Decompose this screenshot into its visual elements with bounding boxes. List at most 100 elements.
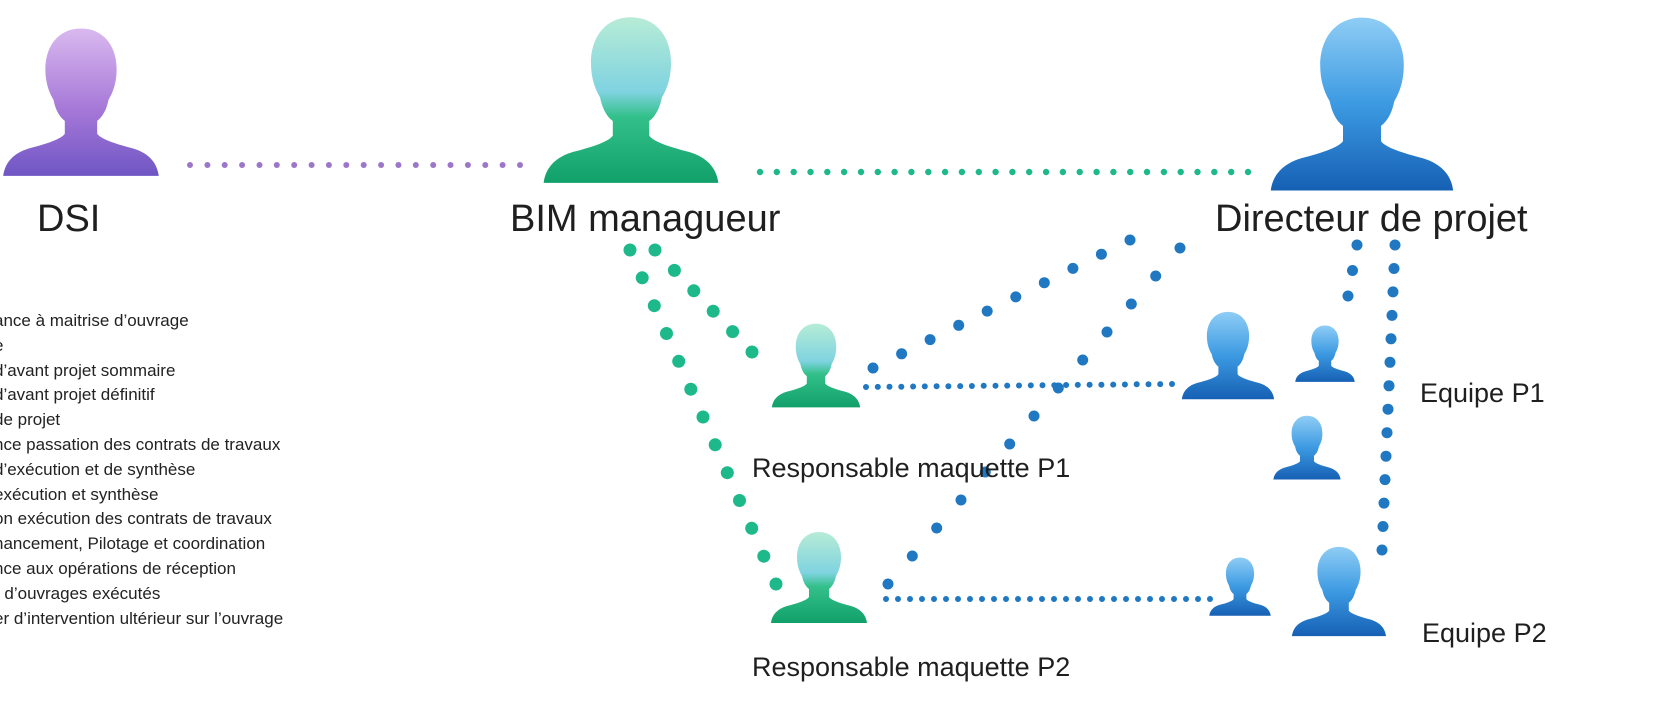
connector-dot bbox=[756, 168, 764, 176]
connector-dot bbox=[769, 577, 783, 591]
connector-dot bbox=[943, 596, 949, 602]
model-lead-p2-label: Responsable maquette P2 bbox=[752, 652, 1071, 682]
connector-dot bbox=[1051, 382, 1058, 389]
team-p2-label: Equipe P2 bbox=[1422, 618, 1547, 648]
connector-dot bbox=[1028, 410, 1040, 422]
connector-dot bbox=[967, 596, 973, 602]
connector-dot bbox=[745, 521, 759, 535]
connector-dot bbox=[1211, 168, 1218, 176]
connector-dot bbox=[941, 168, 949, 176]
connector-dot bbox=[412, 162, 419, 168]
connector-dot bbox=[919, 596, 925, 602]
connector-dot bbox=[343, 162, 350, 168]
model-lead-p2-person-icon bbox=[771, 532, 867, 623]
connector-dot bbox=[1195, 596, 1201, 602]
model-lead-p1-person-icon bbox=[771, 323, 861, 408]
connector-dot bbox=[1042, 168, 1050, 176]
connector-dot bbox=[1388, 263, 1400, 274]
connector-dot bbox=[955, 596, 961, 602]
connector-dot bbox=[1038, 277, 1050, 289]
connector-dot bbox=[660, 327, 673, 340]
connector-dot bbox=[1003, 596, 1009, 602]
connector-dot bbox=[745, 345, 759, 359]
connector-dot bbox=[896, 348, 908, 360]
project-director-person-icon bbox=[1270, 17, 1454, 191]
connector-dot bbox=[906, 550, 918, 562]
connector-dot bbox=[1093, 168, 1100, 176]
connector-dot bbox=[933, 383, 940, 390]
mission-item: ance à maitrise d’ouvrage bbox=[0, 311, 189, 330]
model-lead-p1-label: Responsable maquette P1 bbox=[752, 453, 1071, 483]
connector-dot bbox=[1378, 497, 1390, 509]
connector-dot bbox=[1381, 427, 1393, 439]
connector-dot bbox=[1123, 596, 1129, 602]
connector-dot bbox=[1379, 474, 1391, 486]
connector-dot bbox=[1385, 333, 1397, 345]
dsi-to-bim-manager-connector bbox=[187, 162, 523, 168]
connector-dot bbox=[378, 162, 385, 168]
connector-dot bbox=[979, 596, 985, 602]
connector-dot bbox=[464, 162, 471, 168]
bim-manager-to-director-connector bbox=[756, 168, 1252, 176]
connector-dot bbox=[1127, 168, 1134, 176]
connector-dot bbox=[221, 162, 228, 168]
connector-dot bbox=[1027, 596, 1033, 602]
mission-list: ance à maitrise d’ouvrageed’avant projet… bbox=[0, 309, 283, 631]
connector-dot bbox=[910, 383, 917, 390]
connector-dot bbox=[499, 162, 506, 168]
connector-dot bbox=[975, 168, 982, 176]
connector-dot bbox=[687, 284, 701, 298]
connector-dot bbox=[992, 168, 999, 176]
connector-dot bbox=[925, 168, 932, 176]
team-p2-member-icon bbox=[1209, 557, 1271, 616]
connector-dot bbox=[1174, 242, 1186, 254]
connector-dot bbox=[1101, 326, 1113, 338]
connector-dot bbox=[867, 362, 879, 374]
connector-dot bbox=[1207, 596, 1213, 602]
lead-p1-to-team-p1-connector bbox=[863, 381, 1175, 390]
connector-dot bbox=[1342, 290, 1354, 302]
connector-dot bbox=[955, 494, 967, 506]
mission-item: nce passation des contrats de travaux bbox=[0, 434, 281, 454]
connector-dot bbox=[981, 305, 993, 317]
connector-dot bbox=[980, 382, 987, 389]
connector-dot bbox=[1063, 382, 1070, 388]
connector-dot bbox=[623, 243, 637, 257]
connector-dot bbox=[1135, 596, 1141, 602]
connector-dot bbox=[1169, 381, 1175, 387]
connector-lines bbox=[187, 162, 1401, 602]
connector-dot bbox=[239, 162, 246, 168]
team-p1-member-icon bbox=[1273, 415, 1341, 480]
connector-dot bbox=[1004, 438, 1016, 450]
connector-dot bbox=[1244, 168, 1252, 176]
connector-dot bbox=[1380, 450, 1392, 462]
connector-dot bbox=[1009, 168, 1016, 176]
connector-dot bbox=[1074, 381, 1081, 388]
mission-item: d’exécution et de synthèse bbox=[0, 459, 196, 479]
connector-dot bbox=[1159, 596, 1165, 602]
connector-dot bbox=[1099, 596, 1105, 602]
connector-dot bbox=[1143, 168, 1151, 176]
team-p1-label: Equipe P1 bbox=[1420, 378, 1545, 408]
connector-dot bbox=[1051, 596, 1057, 602]
connector-dot bbox=[895, 596, 901, 602]
mission-item: de projet bbox=[0, 410, 61, 430]
connector-dot bbox=[1147, 596, 1153, 602]
connector-dot bbox=[1121, 381, 1128, 388]
connector-dot bbox=[907, 596, 913, 602]
connector-dot bbox=[1098, 381, 1105, 388]
connector-dot bbox=[1111, 596, 1117, 602]
connector-dot bbox=[647, 299, 661, 313]
connector-dot bbox=[773, 168, 780, 176]
connector-dot bbox=[733, 494, 746, 507]
connector-dot bbox=[886, 383, 893, 390]
connector-dot bbox=[1376, 544, 1388, 556]
connector-dot bbox=[187, 162, 193, 168]
connector-dot bbox=[395, 162, 402, 168]
dsi-label: DSI bbox=[37, 198, 101, 240]
connector-dot bbox=[1016, 382, 1022, 389]
mission-item: on exécution des contrats de travaux bbox=[0, 509, 272, 529]
mission-item: d’avant projet sommaire bbox=[0, 360, 176, 380]
connector-dot bbox=[874, 383, 881, 390]
